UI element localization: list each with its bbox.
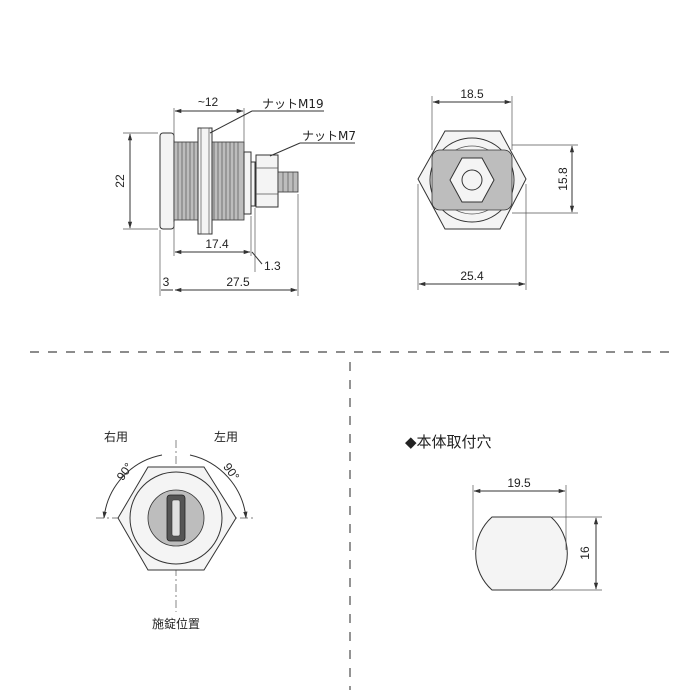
dim-label-22: 22	[113, 174, 127, 188]
nut-m7	[255, 154, 279, 208]
dim-label-25-4: 25.4	[460, 269, 484, 283]
dim-label-18-5: 18.5	[460, 87, 484, 101]
label-nut-m7: ナットM7	[302, 129, 356, 143]
label-left-hand: 左用	[214, 429, 238, 444]
leader-1-3	[251, 251, 263, 265]
lock-flange	[159, 132, 175, 230]
washer	[250, 161, 256, 207]
rotation-arc-left	[189, 454, 248, 519]
rotation-arc-right	[102, 454, 163, 519]
nut-m19-face	[200, 127, 210, 235]
dim-label-15-8: 15.8	[556, 167, 570, 191]
mounting-hole-title: ◆本体取付穴	[405, 433, 492, 451]
mounting-hole-shape	[475, 516, 568, 591]
flange-circle-rotation	[129, 471, 223, 565]
leader-nut-m7	[269, 142, 301, 157]
dim-label-17-4: 17.4	[205, 237, 229, 251]
dim-label-16: 16	[578, 546, 592, 560]
label-nut-m19: ナットM19	[262, 97, 324, 111]
angle-label-right: 90°	[114, 460, 136, 483]
rotation-view: 右用 左用 90° 90° 施錠位置	[96, 429, 256, 631]
dim-label-12: ~12	[198, 95, 219, 109]
mounting-hole-view: ◆本体取付穴 19.5 16	[405, 433, 602, 591]
cam-plate	[243, 151, 252, 215]
label-right-hand: 右用	[104, 429, 128, 444]
caption-locking-position: 施錠位置	[152, 616, 200, 631]
nut-m19	[197, 127, 213, 235]
dim-label-1-3: 1.3	[264, 259, 281, 273]
leader-nut-m19	[209, 110, 253, 134]
side-view: ~12 ナットM19 ナットM7 22 17.4 1.3 3 27.5	[113, 95, 356, 296]
front-view: 18.5 15.8 25.4	[417, 87, 578, 290]
dim-label-19-5: 19.5	[507, 476, 531, 490]
dim-label-27-5: 27.5	[226, 275, 250, 289]
dim-label-3: 3	[163, 275, 170, 289]
m7-nut-front	[449, 157, 495, 203]
flange-circle	[429, 137, 515, 223]
keyway-inner	[171, 499, 181, 537]
stud-end	[461, 169, 483, 191]
angle-label-left: 90°	[220, 460, 242, 483]
thread-lines	[177, 142, 239, 220]
